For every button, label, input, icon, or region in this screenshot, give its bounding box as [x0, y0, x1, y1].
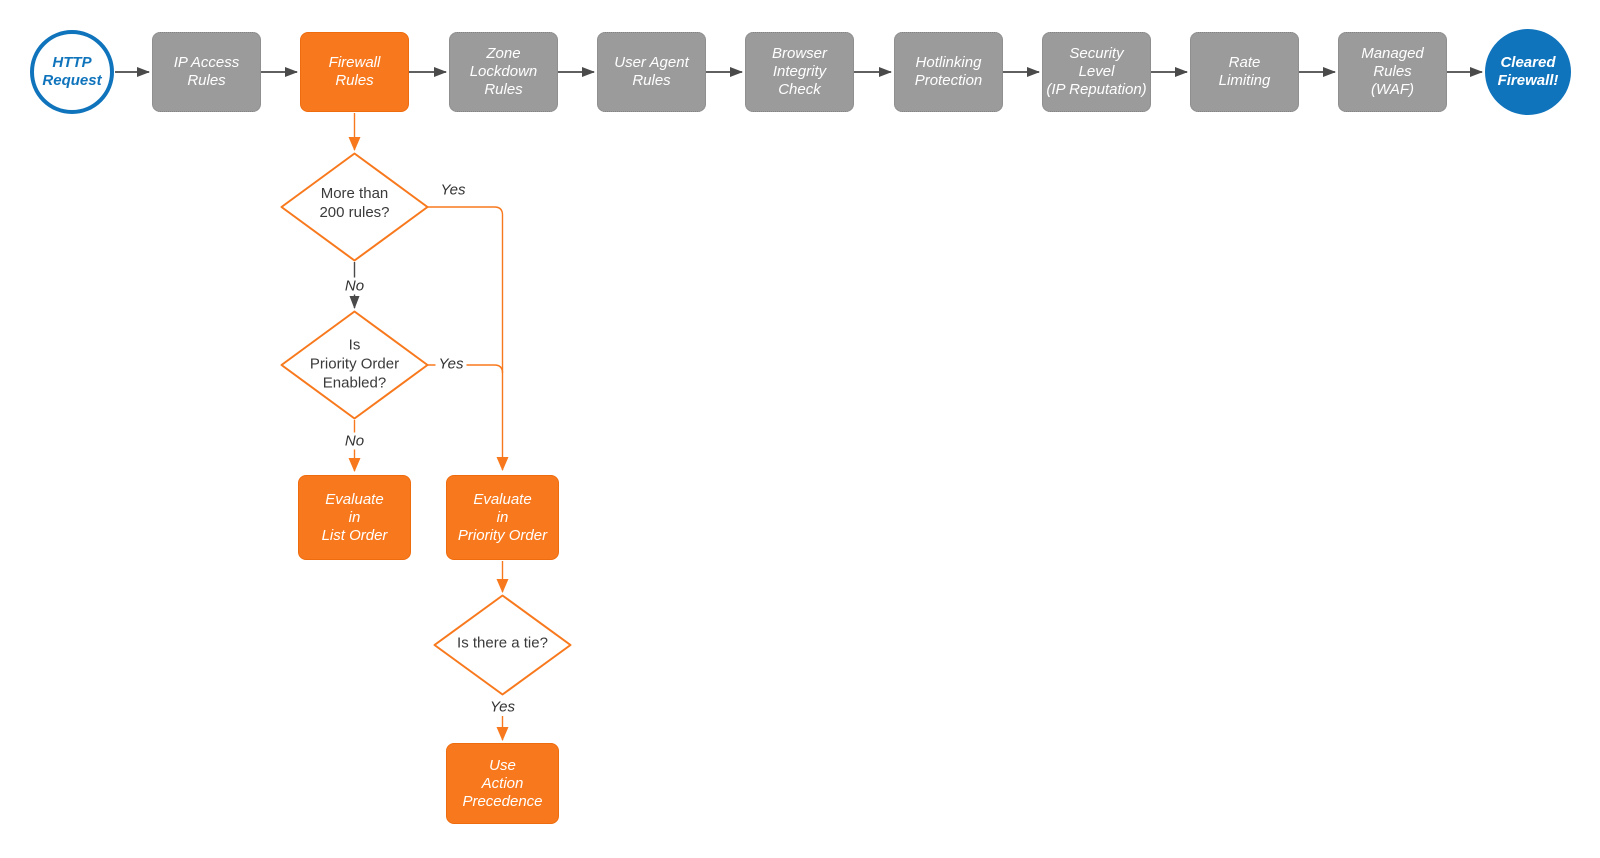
edge-label-tie-yes: Yes [486, 698, 519, 716]
decision-rules-count-label: More than 200 rules? [319, 185, 390, 221]
connector-decision2-yes-join [427, 364, 504, 374]
stage-rate-limiting: Rate Limiting [1190, 32, 1299, 112]
edge-label-decision1-yes: Yes [437, 181, 469, 199]
action-use-action-precedence: Use Action Precedence [446, 743, 559, 824]
stage-ip-access-rules: IP Access Rules [152, 32, 261, 112]
decision-tie-label: Is there a tie? [457, 634, 548, 652]
action-evaluate-priority-order: Evaluate in Priority Order [446, 475, 559, 560]
decision-tie-shape [433, 594, 572, 696]
stage-managed-rules-waf: Managed Rules (WAF) [1338, 32, 1447, 112]
stage-firewall-rules: Firewall Rules [300, 32, 409, 112]
decision-priority-enabled-label: Is Priority Order Enabled? [309, 336, 400, 392]
stage-hotlinking-protection: Hotlinking Protection [894, 32, 1003, 112]
edge-label-decision2-no: No [341, 432, 368, 450]
edge-label-decision1-no: No [341, 277, 368, 295]
connector-decision1-yes-to-priority-order [427, 206, 509, 471]
decision-rules-count-shape [280, 152, 429, 262]
stage-zone-lockdown-rules: Zone Lockdown Rules [449, 32, 558, 112]
stage-user-agent-rules: User Agent Rules [597, 32, 706, 112]
stage-browser-integrity-check: Browser Integrity Check [745, 32, 854, 112]
end-node-cleared-firewall: Cleared Firewall! [1485, 29, 1571, 115]
action-evaluate-list-order: Evaluate in List Order [298, 475, 411, 560]
edge-label-decision2-yes: Yes [435, 355, 467, 373]
stage-security-level: Security Level (IP Reputation) [1042, 32, 1151, 112]
decision-priority-enabled-shape [280, 310, 429, 420]
start-node-http-request: HTTP Request [30, 30, 114, 114]
